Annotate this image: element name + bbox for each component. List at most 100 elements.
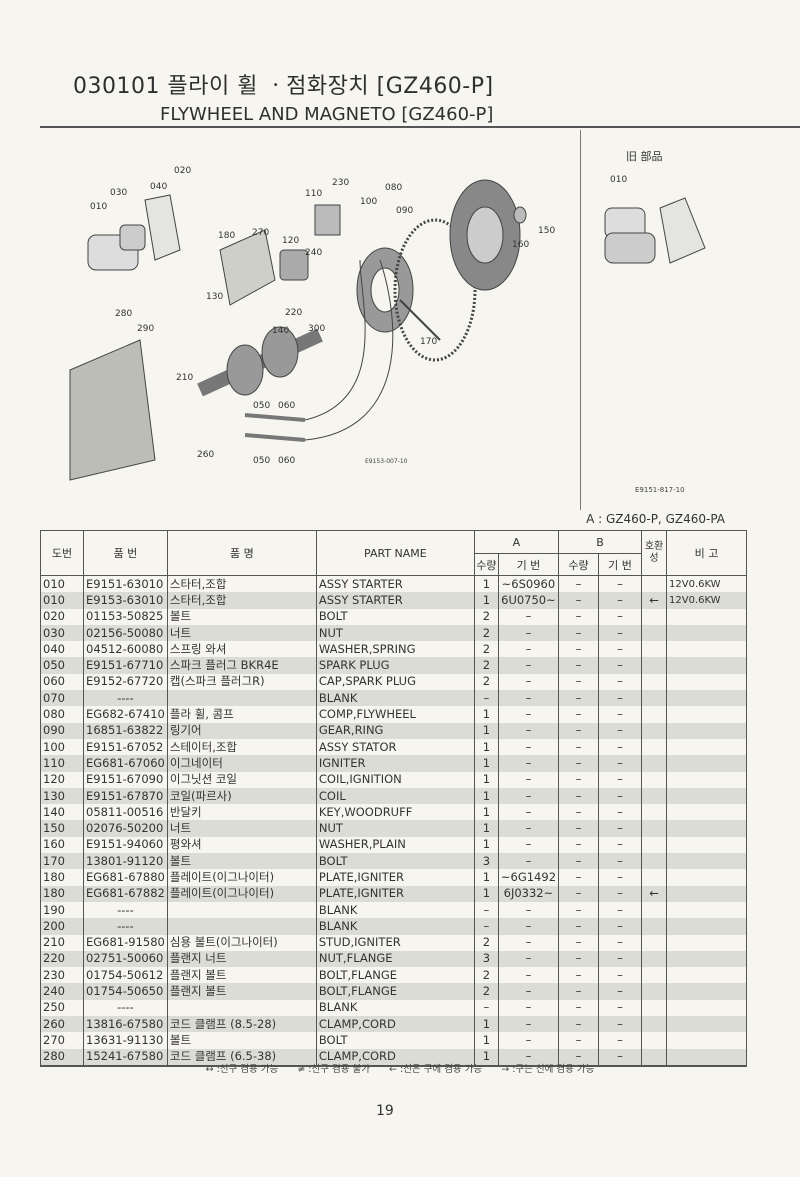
name-kr-cell: 이그닛션 코일 <box>166 771 317 788</box>
b-serial-cell: – <box>598 901 643 919</box>
a-serial-cell: – <box>497 624 560 642</box>
remarks-cell <box>666 1016 748 1033</box>
interchange-cell <box>641 771 668 788</box>
part-name-cell: COMP,FLYWHEEL <box>315 706 475 723</box>
ref-cell: 180 <box>40 869 84 886</box>
part-no-cell: 01153-50825 <box>83 608 168 625</box>
part-no-cell: 01754-50650 <box>83 983 168 1000</box>
interchange-cell <box>641 869 668 886</box>
a-qty-cell: 1 <box>473 722 499 739</box>
remarks-cell <box>666 641 748 658</box>
header-name-kr: 품 명 <box>166 530 317 576</box>
a-qty-cell: 1 <box>473 755 499 772</box>
a-serial-cell: – <box>497 1016 560 1033</box>
part-name-cell: CAP,SPARK PLUG <box>315 673 475 691</box>
part-name-cell: ASSY STARTER <box>315 592 475 609</box>
part-name-cell: BLANK <box>315 690 475 707</box>
b-qty-cell: – <box>558 983 600 1000</box>
a-qty-cell: – <box>473 690 499 707</box>
part-no-cell: 13801-91120 <box>83 853 168 870</box>
remarks-cell <box>666 673 748 691</box>
remarks-cell <box>666 1032 748 1049</box>
b-qty-cell: – <box>558 690 600 707</box>
b-qty-cell: – <box>558 657 600 674</box>
part-name-cell: NUT,FLANGE <box>315 950 475 968</box>
a-qty-cell: 1 <box>473 575 499 593</box>
interchange-cell <box>641 950 668 968</box>
part-name-cell: SPARK PLUG <box>315 657 475 674</box>
b-qty-cell: – <box>558 885 600 902</box>
b-qty-cell: – <box>558 608 600 625</box>
part-name-cell: BLANK <box>315 901 475 919</box>
b-serial-cell: – <box>598 787 643 805</box>
a-qty-cell: 1 <box>473 771 499 788</box>
part-no-cell: 02751-50060 <box>83 950 168 968</box>
part-name-cell: CLAMP,CORD <box>315 1048 475 1067</box>
interchange-cell <box>641 673 668 691</box>
part-no-cell: E9151-67870 <box>83 787 168 805</box>
callout-label: 110 <box>305 189 323 199</box>
interchange-cell <box>641 706 668 723</box>
callout-label: 010 <box>610 175 628 185</box>
header-remarks: 비 고 <box>666 530 748 576</box>
b-qty-cell: – <box>558 901 600 919</box>
remarks-cell <box>666 755 748 772</box>
part-name-cell: BLANK <box>315 999 475 1017</box>
b-serial-cell: – <box>598 1032 643 1049</box>
a-qty-cell: 1 <box>473 787 499 805</box>
b-serial-cell: – <box>598 657 643 674</box>
part-no-cell: 04512-60080 <box>83 641 168 658</box>
part-name-cell: BOLT <box>315 608 475 625</box>
b-qty-cell: – <box>558 641 600 658</box>
b-serial-cell: – <box>598 983 643 1000</box>
ref-cell: 130 <box>40 787 84 805</box>
remarks-cell <box>666 706 748 723</box>
a-serial-cell: – <box>497 934 560 951</box>
interchange-cell <box>641 901 668 919</box>
callout-label: 100 <box>360 197 378 207</box>
name-kr-cell: 플랜지 볼트 <box>166 983 317 1000</box>
ref-cell: 010 <box>40 575 84 593</box>
part-no-cell: E9151-94060 <box>83 836 168 854</box>
interchange-cell <box>641 657 668 674</box>
name-kr-cell: 심용 볼트(이그나이터) <box>166 934 317 951</box>
a-serial-cell: – <box>497 901 560 919</box>
interchange-cell <box>641 934 668 951</box>
b-serial-cell: – <box>598 673 643 691</box>
b-serial-cell: – <box>598 592 643 609</box>
part-no-cell: E9151-63010 <box>83 575 168 593</box>
ref-cell: 230 <box>40 967 84 984</box>
a-serial-cell: – <box>497 722 560 739</box>
b-qty-cell: – <box>558 706 600 723</box>
a-qty-cell: 1 <box>473 869 499 886</box>
name-kr-cell: 스타터,조합 <box>166 575 317 593</box>
a-qty-cell: 1 <box>473 1048 499 1067</box>
a-qty-cell: 1 <box>473 1016 499 1033</box>
part-name-cell: BOLT <box>315 1032 475 1049</box>
legend-item: ↔ :신구 겸용 가능 <box>205 1064 279 1075</box>
a-qty-cell: 2 <box>473 657 499 674</box>
name-kr-cell: 링기어 <box>166 722 317 739</box>
b-qty-cell: – <box>558 950 600 968</box>
ref-cell: 050 <box>40 657 84 674</box>
part-name-cell: BLANK <box>315 918 475 935</box>
interchange-cell: ← <box>641 592 668 609</box>
part-no-cell: 15241-67580 <box>83 1048 168 1067</box>
b-serial-cell: – <box>598 771 643 788</box>
b-qty-cell: – <box>558 575 600 593</box>
part-no-cell: 05811-00516 <box>83 804 168 821</box>
b-qty-cell: – <box>558 738 600 756</box>
old-starter-drawing <box>604 197 706 264</box>
exploded-view-drawing <box>69 179 527 481</box>
name-kr-cell: 평와셔 <box>166 836 317 854</box>
b-qty-cell: – <box>558 804 600 821</box>
